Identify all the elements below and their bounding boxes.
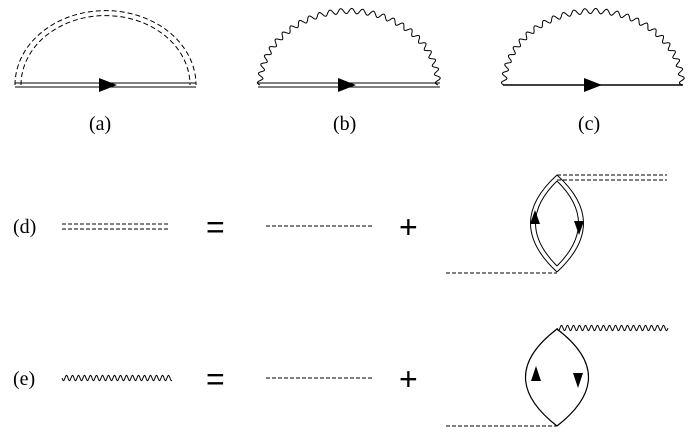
single-line-loop <box>524 328 590 427</box>
diagram-b: (b) <box>256 7 441 135</box>
wavy-photon-arc <box>256 7 441 86</box>
wavy-photon-line <box>61 374 173 382</box>
arrow-head-up <box>531 366 541 381</box>
diagram-e: (e) = + <box>13 324 669 427</box>
plus-sign: + <box>399 361 418 397</box>
double-dashed-line <box>62 223 170 230</box>
arrow-head-down <box>574 221 584 235</box>
arrow-head-down <box>573 373 583 388</box>
arrow-head <box>99 78 117 92</box>
equals-sign: = <box>206 209 225 245</box>
diagram-c: (c) <box>500 7 685 135</box>
wavy-photon-line-out <box>556 324 669 332</box>
arrow-head <box>584 78 602 92</box>
diagram-d: (d) = + <box>13 174 667 274</box>
plus-sign: + <box>399 209 418 245</box>
diagram-a: (a) <box>14 10 197 135</box>
double-dashed-line-out <box>557 174 667 181</box>
arrow-head-up <box>530 210 540 224</box>
equals-sign: = <box>206 361 225 397</box>
double-dashed-arc <box>14 10 197 86</box>
wavy-photon-arc <box>500 7 685 86</box>
label-d: (d) <box>13 216 36 238</box>
label-e: (e) <box>13 368 35 390</box>
arrow-head <box>338 78 356 92</box>
label-c: (c) <box>578 113 600 135</box>
label-b: (b) <box>333 113 356 135</box>
label-a: (a) <box>89 113 111 135</box>
